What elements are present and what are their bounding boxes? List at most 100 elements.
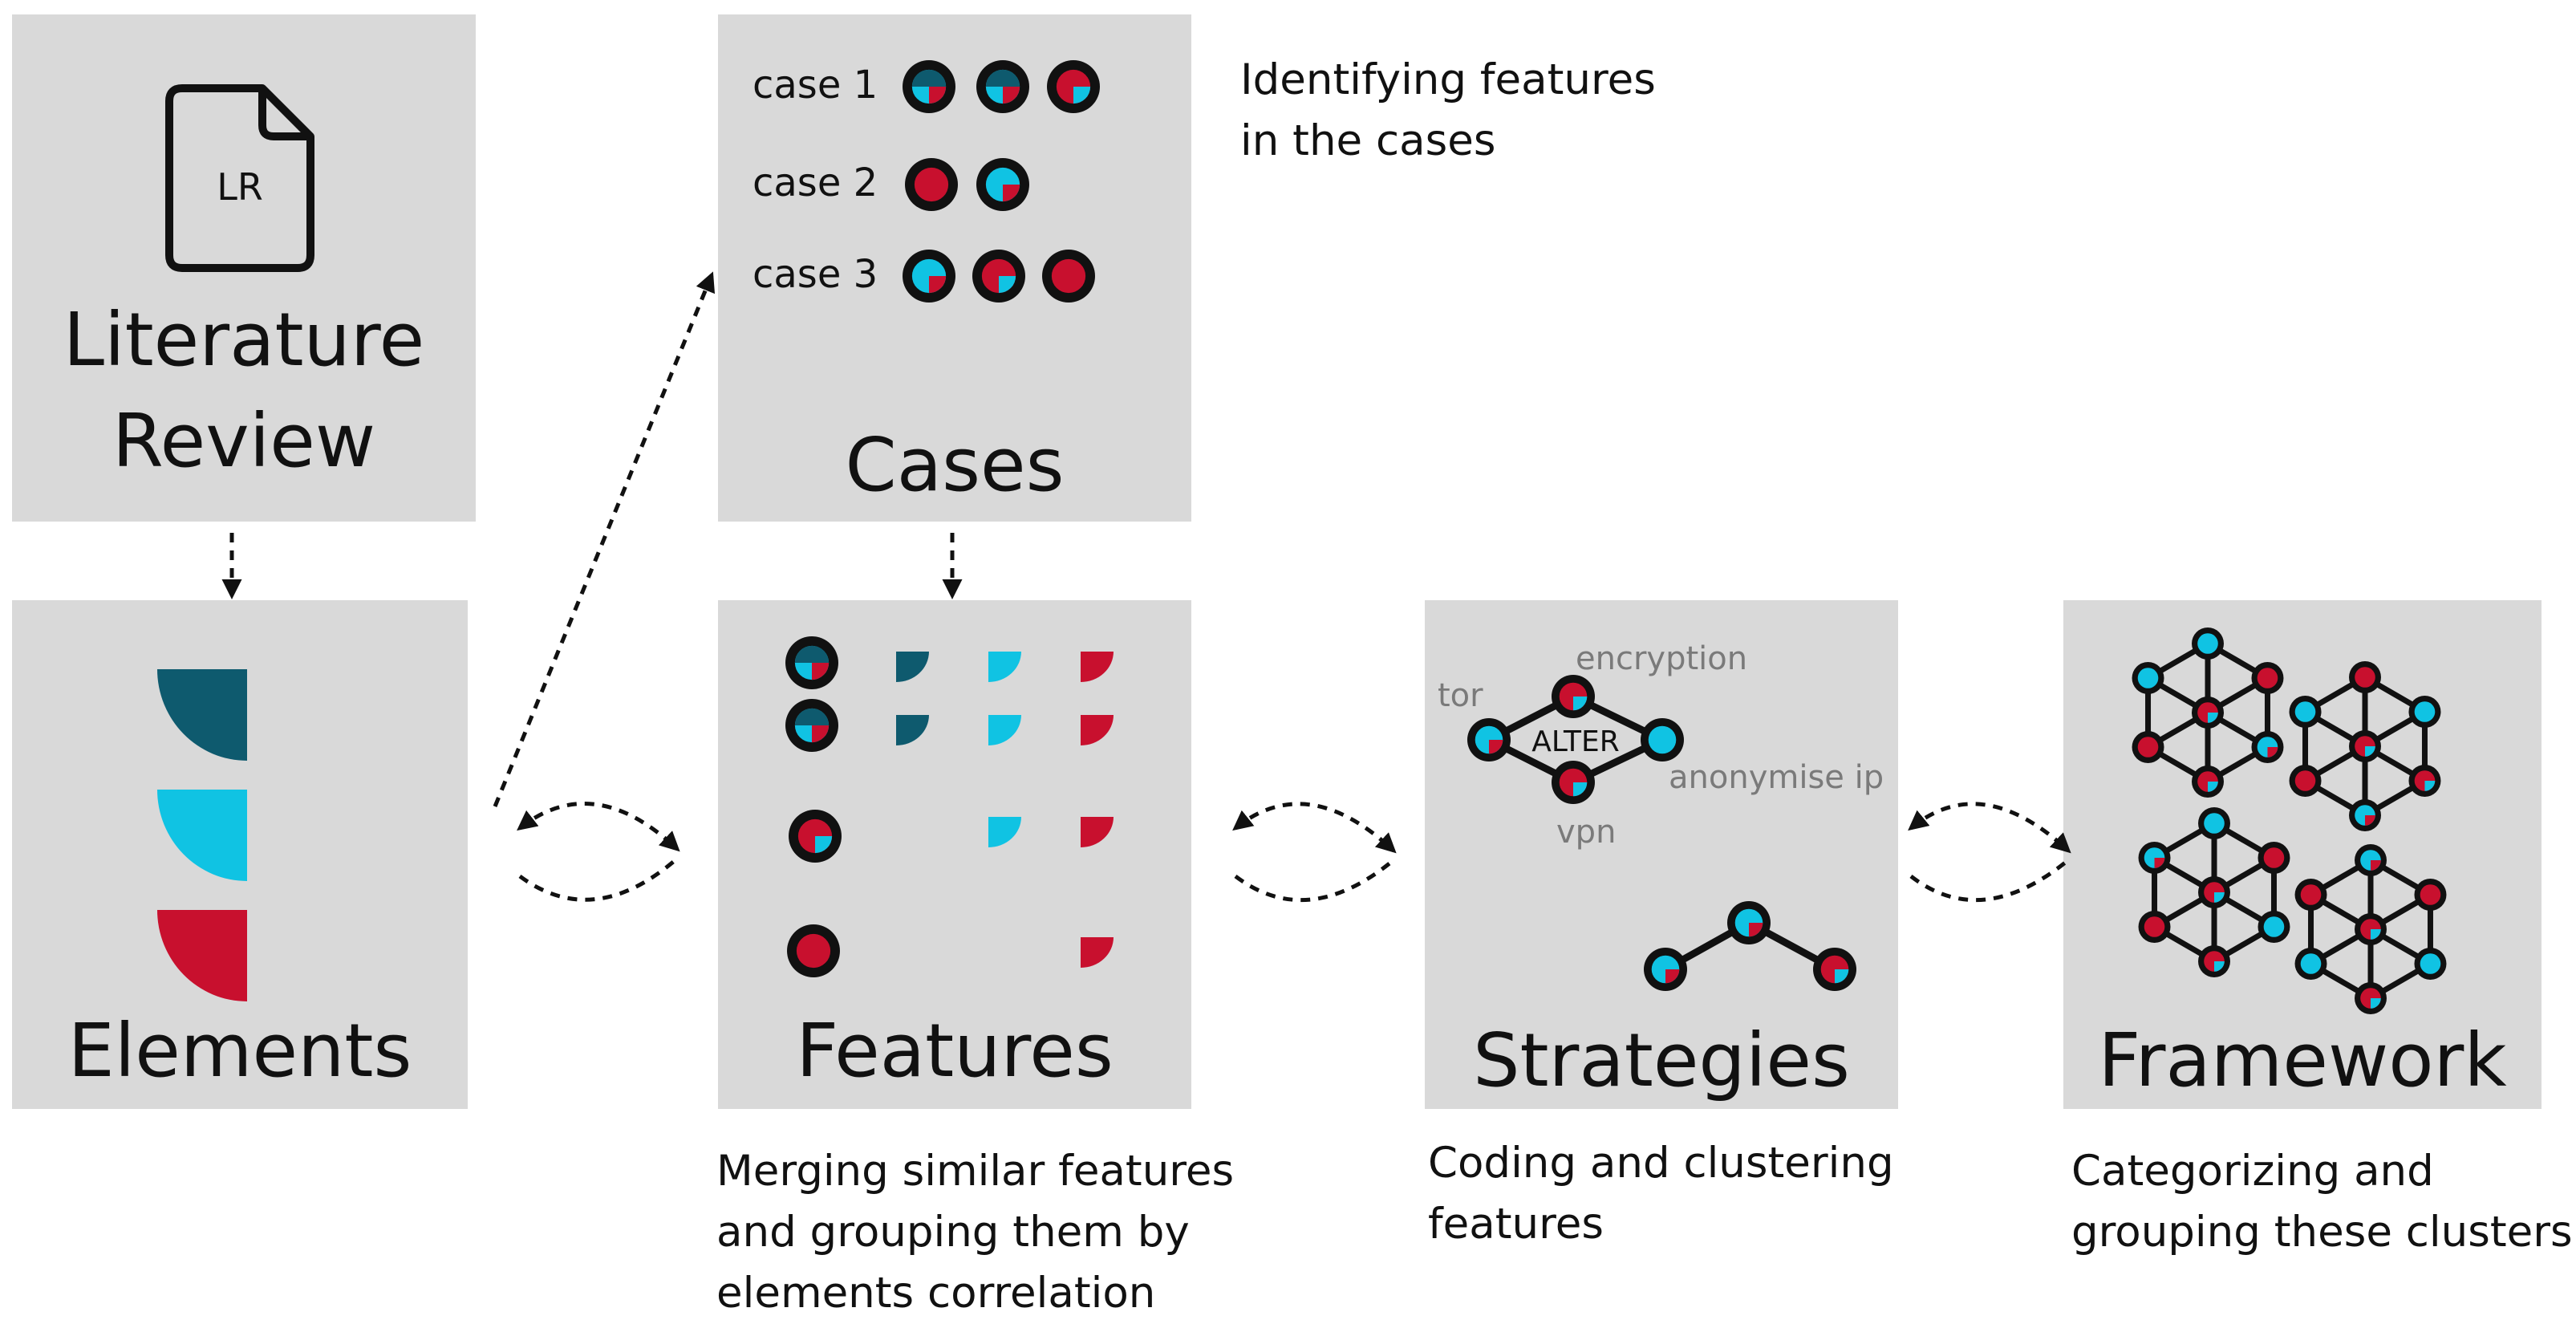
- cases-title: Cases: [845, 422, 1065, 508]
- cases-caption: Identifying features in the cases: [1240, 50, 1656, 172]
- arrow-elements-to-cases: [493, 271, 716, 807]
- strategy-node-tor: [1467, 718, 1511, 762]
- lr-document-icon: LR: [160, 79, 320, 279]
- framework-cluster-4-node: [2355, 844, 2387, 876]
- arrow-elements-features-bottom: [518, 857, 679, 902]
- cases-caption-line1: Identifying features: [1240, 55, 1656, 104]
- framework-cluster-2-node: [2408, 765, 2441, 797]
- feature-quarter-red: [1081, 817, 1114, 847]
- case2-feature-node: [905, 158, 958, 211]
- framework-cluster-3-node: [2138, 911, 2171, 943]
- cases-panel: Cases: [718, 14, 1191, 522]
- framework-cluster-4-node: [2294, 948, 2327, 980]
- framework-caption-line1: Categorizing and: [2071, 1147, 2434, 1196]
- framework-cluster-4-center-node: [2355, 913, 2387, 945]
- feature-quarter-red: [1081, 937, 1114, 968]
- element-shape-cyan: [157, 790, 247, 881]
- framework-cluster-1-node: [2192, 627, 2224, 660]
- literature-review-title-line1: Literature: [63, 297, 425, 383]
- framework-cluster-4-node: [2414, 948, 2447, 980]
- generated-nodes: [785, 60, 2447, 1014]
- features-title: Features: [796, 1008, 1114, 1094]
- literature-review-panel: LR Literature Review: [12, 14, 476, 522]
- strategies-caption: Coding and clustering features: [1428, 1133, 1894, 1255]
- case1-feature-node: [903, 60, 955, 113]
- feature-quarter-teal: [896, 652, 929, 682]
- case-label-3: case 3: [753, 252, 878, 297]
- strategies-title: Strategies: [1473, 1017, 1850, 1103]
- strategy-center-label: ALTER: [1531, 725, 1619, 758]
- framework-cluster-2-node: [2289, 765, 2322, 797]
- strategies-caption-line1: Coding and clustering: [1428, 1139, 1894, 1188]
- features-caption: Merging similar features and grouping th…: [716, 1141, 1234, 1324]
- framework-cluster-3-node: [2198, 807, 2230, 839]
- lr-icon-text: LR: [217, 165, 263, 209]
- strategy-node-anonymise-ip: [1641, 718, 1684, 762]
- framework-cluster-4-node: [2355, 982, 2387, 1014]
- framework-cluster-2-node: [2349, 799, 2381, 831]
- strategy-node-encryption: [1552, 675, 1595, 718]
- case-label-1: case 1: [753, 63, 878, 108]
- strategies-panel: Strategies: [1425, 600, 1898, 1109]
- merged-feature-node: [785, 699, 838, 752]
- framework-cluster-3-node: [2258, 842, 2290, 874]
- framework-cluster-3-node: [2198, 945, 2230, 977]
- strategy-chain-node: [1813, 948, 1856, 991]
- framework-cluster-2-center-node: [2349, 730, 2381, 762]
- framework-cluster-3-center-node: [2198, 876, 2230, 908]
- merged-feature-node: [785, 636, 838, 689]
- feature-quarter-cyan: [988, 652, 1021, 682]
- strategy-chain-node: [1644, 948, 1687, 991]
- framework-caption: Categorizing and grouping these clusters: [2071, 1141, 2573, 1263]
- merged-feature-node: [789, 810, 842, 863]
- arrow-strategies-framework-bottom: [1909, 859, 2070, 903]
- case3-feature-node: [903, 250, 955, 303]
- features-caption-line2: and grouping them by: [716, 1208, 1190, 1257]
- arrow-features-strategies-bottom: [1234, 859, 1395, 903]
- feature-quarter-cyan: [988, 715, 1021, 745]
- framework-cluster-2-node: [2349, 661, 2381, 693]
- strategy-label-anonymise-ip: anonymise ip: [1669, 759, 1884, 796]
- elements-title: Elements: [67, 1008, 412, 1094]
- framework-cluster-4-node: [2414, 879, 2447, 911]
- case1-feature-node: [976, 60, 1029, 113]
- arrow-features-strategies-top: [1232, 802, 1397, 854]
- features-caption-line1: Merging similar features: [716, 1147, 1235, 1196]
- feature-quarter-red: [1081, 715, 1114, 745]
- strategy-chain-node: [1727, 901, 1771, 944]
- framework-title: Framework: [2098, 1017, 2507, 1103]
- arrow-strategies-framework-top: [1908, 802, 2071, 854]
- framework-caption-line2: grouping these clusters: [2071, 1208, 2573, 1257]
- framework-cluster-3-node: [2138, 842, 2171, 874]
- framework-cluster-2-node: [2289, 696, 2322, 728]
- case3-feature-node: [972, 250, 1025, 303]
- framework-cluster-1-center-node: [2192, 697, 2224, 729]
- feature-quarter-cyan: [988, 817, 1021, 847]
- feature-quarter-teal: [896, 715, 929, 745]
- framework-cluster-4-node: [2294, 879, 2327, 911]
- strategy-node-vpn: [1552, 761, 1595, 804]
- features-caption-line3: elements correlation: [716, 1269, 1156, 1318]
- framework-cluster-2-node: [2408, 696, 2441, 728]
- case3-feature-node: [1042, 250, 1095, 303]
- element-shape-dark-teal: [157, 669, 247, 761]
- framework-cluster-1-node: [2132, 662, 2164, 694]
- framework-cluster-1-node: [2251, 662, 2284, 694]
- case1-feature-node: [1047, 60, 1100, 113]
- case-label-2: case 2: [753, 160, 878, 205]
- framework-cluster-1-node: [2192, 766, 2224, 798]
- literature-review-title-line2: Review: [112, 398, 376, 484]
- element-shape-red: [157, 910, 247, 1001]
- strategies-caption-line2: features: [1428, 1200, 1604, 1249]
- cases-caption-line2: in the cases: [1240, 116, 1496, 165]
- strategy-label-tor: tor: [1438, 677, 1483, 714]
- framework-cluster-1-node: [2251, 731, 2284, 763]
- strategy-label-vpn: vpn: [1556, 814, 1616, 851]
- framework-cluster-1-node: [2132, 731, 2164, 763]
- framework-cluster-3-node: [2258, 911, 2290, 943]
- arrow-elements-features-top: [517, 802, 680, 852]
- feature-quarter-red: [1081, 652, 1114, 682]
- case2-feature-node: [976, 158, 1029, 211]
- merged-feature-node: [787, 924, 840, 977]
